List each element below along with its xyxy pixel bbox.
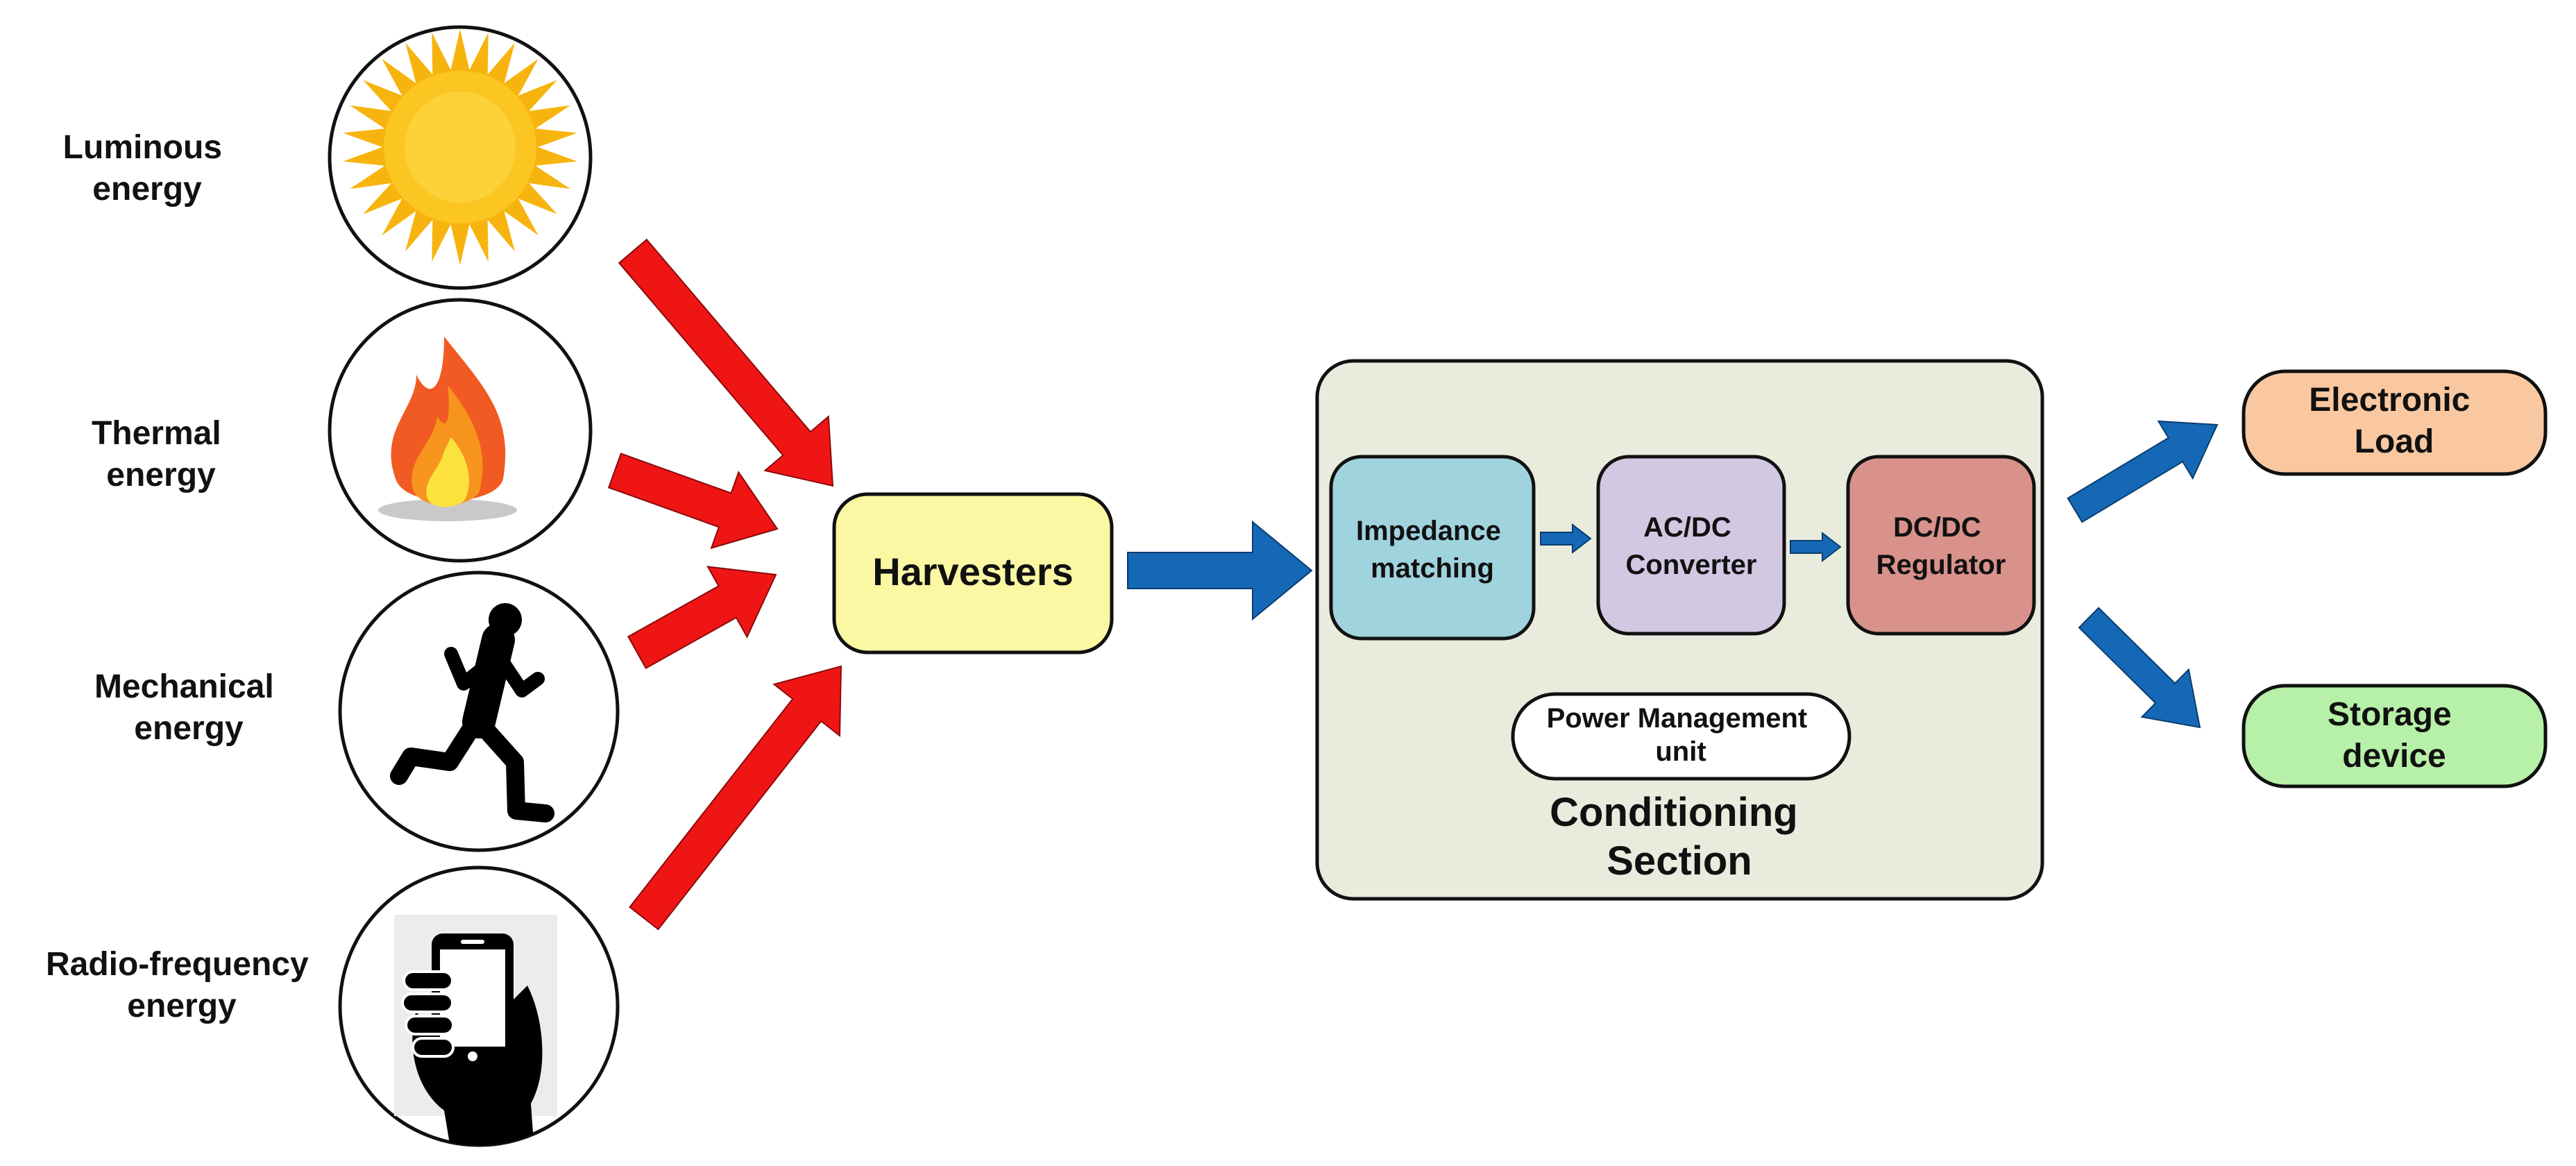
radio-frequency-to-harvesters-arrow: [629, 665, 842, 931]
conditioning-section: Impedance matching AC/DC Converter DC/DC…: [1315, 359, 2044, 901]
impedance-matching-box: [1329, 455, 1536, 641]
luminous-source: [328, 25, 593, 290]
smartphone-hand-icon: [394, 915, 557, 1145]
thermal-to-harvesters-arrow: [607, 453, 779, 550]
sun-icon: [343, 29, 577, 265]
radio-frequency-label: Radio-frequency energy: [46, 946, 318, 1024]
electronic-load-box: Electronic Load: [2242, 369, 2548, 476]
storage-device-label: Storage device: [2328, 696, 2461, 775]
luminous-to-harvesters-arrow: [618, 238, 834, 487]
thermal-source: [328, 298, 593, 563]
mechanical-source: [338, 571, 620, 852]
impedance-matching-label: Impedance matching: [1356, 516, 1509, 584]
acdc-converter-box: [1596, 455, 1786, 636]
storage-device-box: Storage device: [2242, 684, 2548, 788]
impedance-to-acdc-arrow: [1540, 523, 1592, 555]
harvesters-box: Harvesters: [832, 492, 1114, 654]
mechanical-to-harvesters-arrow: [627, 566, 777, 670]
conditioning-to-storage-arrow: [2078, 607, 2201, 729]
power-management-unit-label: Power Management unit: [1547, 703, 1815, 767]
power-management-unit-box: [1511, 692, 1852, 781]
flame-icon: [378, 337, 517, 521]
acdc-converter-label: AC/DC Converter: [1626, 512, 1757, 580]
thermal-label: Thermal energy: [92, 415, 230, 493]
luminous-label: Luminous energy: [63, 129, 232, 208]
harvesters-label: Harvesters: [872, 550, 1074, 593]
conditioning-to-load-arrow: [2067, 420, 2219, 523]
harvesters-to-conditioning-arrow: [1127, 520, 1313, 621]
dcdc-regulator-label: DC/DC Regulator: [1876, 512, 2006, 580]
electronic-load-label: Electronic Load: [2309, 382, 2479, 460]
dcdc-regulator-box: [1846, 455, 2036, 636]
runner-icon: [390, 603, 554, 822]
acdc-to-dcdc-arrow: [1790, 531, 1842, 563]
mechanical-label: Mechanical energy: [94, 668, 283, 747]
radio-frequency-source: [338, 865, 620, 1147]
conditioning-section-title: Conditioning Section: [1550, 790, 1809, 884]
